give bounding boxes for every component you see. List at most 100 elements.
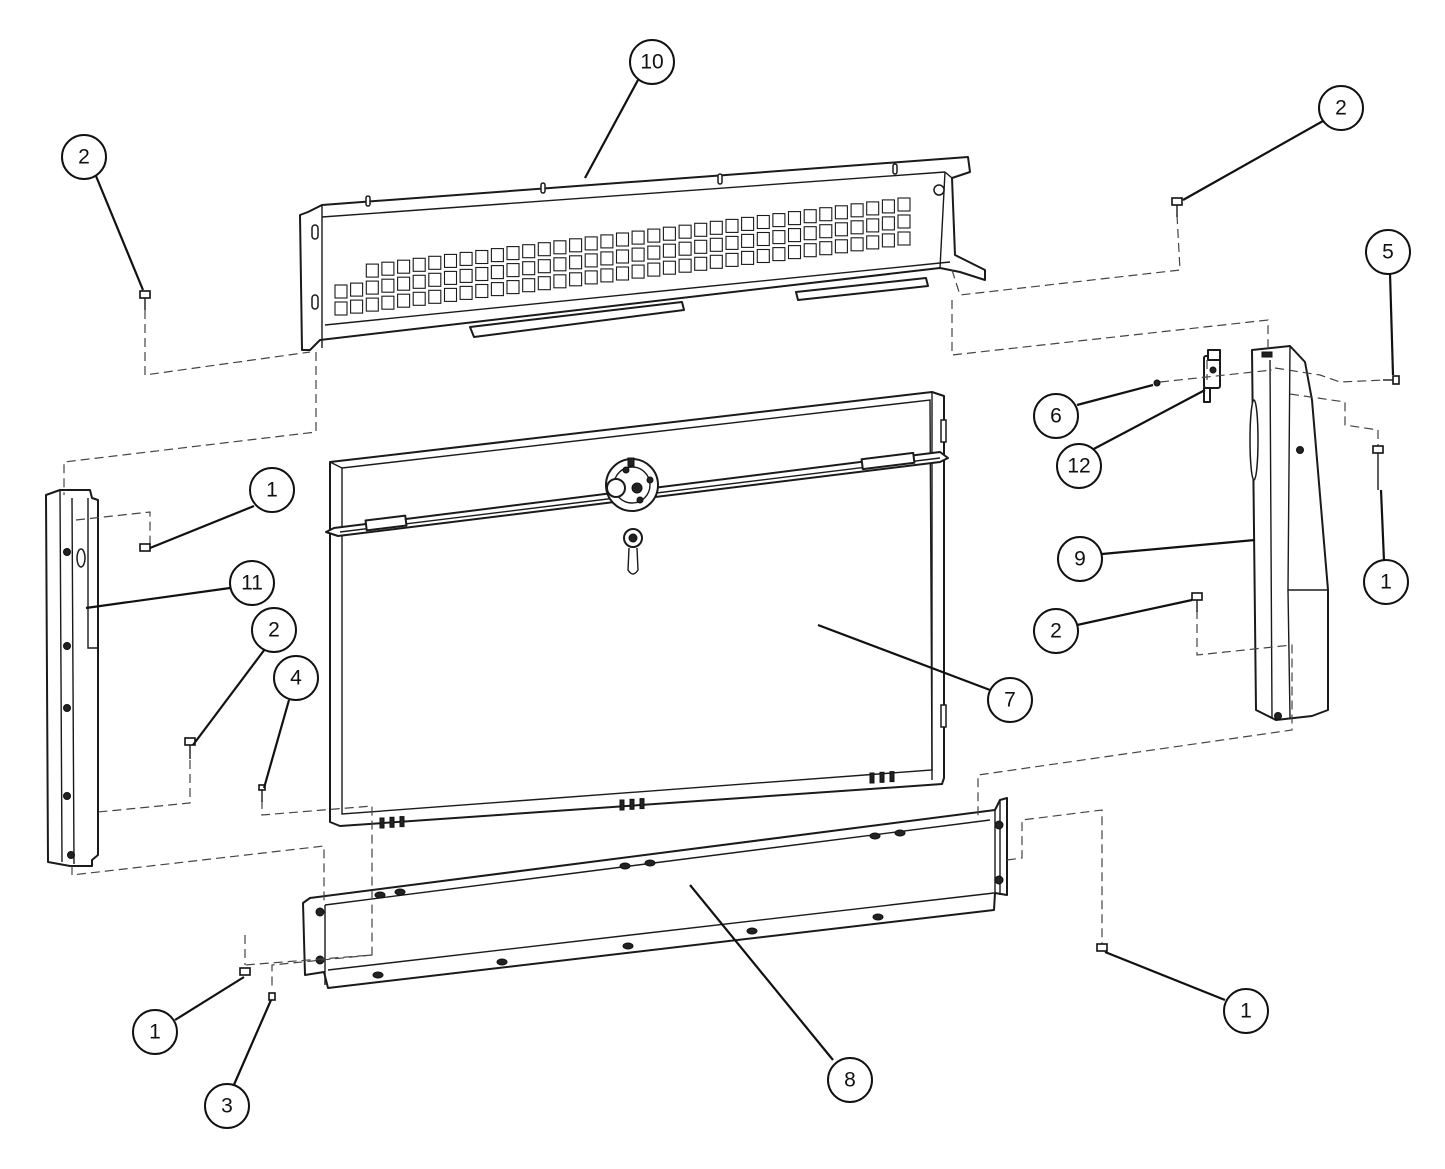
door-pin	[879, 771, 885, 783]
grille-vent-square	[803, 226, 817, 241]
grille-vent-square	[475, 283, 489, 299]
grille-vent-square	[443, 287, 458, 302]
assembly-dashed-lines	[63, 214, 1386, 990]
grille-vent-square	[678, 224, 692, 239]
grille-vent-square	[819, 207, 833, 222]
grille-vent-square	[897, 197, 911, 212]
grille-vent-square	[490, 265, 504, 280]
callout-part-1: 1	[132, 1009, 178, 1055]
grille-vent-square	[569, 272, 583, 287]
grille-vent-square	[537, 242, 551, 257]
grille-vent-square	[490, 282, 504, 297]
grille-vent-square	[741, 250, 755, 265]
ventilation-grille	[334, 197, 911, 316]
grille-vent-square	[725, 218, 739, 233]
grille-vent-square	[631, 264, 645, 279]
callout-part-6: 6	[1033, 393, 1079, 439]
grille-vent-square	[709, 220, 723, 235]
grille-vent-square	[662, 260, 676, 275]
grille-vent-square	[569, 255, 583, 270]
screw-icon	[1383, 375, 1400, 385]
grille-vent-square	[428, 272, 442, 287]
grille-vent-square	[647, 245, 661, 260]
grille-vent-square	[553, 257, 567, 272]
grille-vent-square	[741, 233, 755, 248]
grille-vent-square	[584, 253, 598, 268]
grille-vent-square	[350, 282, 364, 297]
left-bracket-part-11	[45, 489, 99, 867]
grille-vent-square	[803, 243, 817, 258]
grille-vent-square	[897, 214, 911, 229]
door-pin	[639, 798, 645, 810]
grille-vent-square	[412, 291, 426, 306]
callout-part-1: 1	[1363, 559, 1409, 605]
grille-vent-square	[631, 247, 645, 262]
grille-vent-square	[584, 236, 598, 251]
grille-vent-square	[553, 240, 567, 255]
grille-vent-square	[725, 235, 739, 250]
grille-vent-square	[866, 218, 880, 233]
grille-vent-square	[381, 295, 395, 310]
grille-vent-square	[756, 231, 770, 247]
grille-vent-square	[584, 270, 598, 285]
rail-stud	[619, 862, 631, 870]
grille-vent-square	[615, 266, 630, 281]
nut-icon	[1153, 379, 1161, 387]
rail-stud	[894, 829, 906, 837]
grille-vent-square	[772, 230, 786, 245]
svg-text:11: 11	[241, 572, 263, 595]
grille-vent-square	[756, 248, 770, 264]
grille-vent-square	[725, 252, 739, 267]
grille-vent-square	[850, 220, 864, 235]
grille-vent-square	[803, 209, 817, 224]
callout-part-9: 9	[1057, 536, 1103, 582]
door-pin	[889, 771, 895, 783]
grille-vent-square	[787, 211, 802, 226]
callout-part-8: 8	[827, 1057, 873, 1103]
svg-text:4: 4	[290, 667, 302, 690]
grille-vent-square	[381, 278, 395, 293]
leader-lines	[85, 79, 1395, 1088]
grille-vent-square	[475, 249, 489, 265]
grille-vent-square	[772, 213, 786, 228]
grille-vent-square	[365, 280, 379, 295]
grille-vent-square	[365, 297, 379, 312]
grille-vent-square	[428, 289, 442, 304]
right-bracket-part-9	[1249, 345, 1329, 721]
grille-vent-square	[600, 234, 614, 249]
rail-stud	[644, 859, 656, 867]
door-panel-part-7	[325, 391, 949, 829]
grille-vent-square	[694, 239, 708, 254]
rail-stud	[746, 927, 758, 935]
grille-vent-square	[631, 230, 645, 245]
callout-part-5: 5	[1365, 229, 1411, 275]
svg-text:12: 12	[1067, 455, 1090, 478]
grille-vent-square	[709, 237, 723, 252]
grille-vent-square	[569, 238, 583, 253]
callout-part-10: 10	[629, 39, 675, 85]
callout-part-1: 1	[1223, 988, 1269, 1034]
grille-vent-square	[881, 199, 895, 214]
svg-text:8: 8	[844, 1069, 856, 1092]
grille-vent-square	[365, 263, 379, 278]
svg-text:3: 3	[221, 1095, 233, 1118]
door-pin	[629, 798, 635, 810]
grille-vent-square	[443, 270, 458, 285]
grille-vent-square	[428, 255, 442, 270]
grille-vent-square	[506, 280, 520, 295]
svg-text:2: 2	[78, 146, 90, 169]
svg-text:1: 1	[1240, 1000, 1252, 1023]
svg-text:10: 10	[640, 51, 663, 74]
nut-icon	[1096, 943, 1108, 952]
grille-vent-square	[459, 251, 473, 266]
grille-vent-square	[866, 235, 880, 250]
grille-vent-square	[834, 205, 848, 220]
grille-vent-square	[334, 301, 348, 316]
grille-vent-square	[443, 253, 458, 268]
screw-icon	[184, 737, 196, 759]
grille-vent-square	[647, 262, 661, 277]
nut-icon	[268, 992, 276, 1001]
callout-part-4: 4	[273, 655, 319, 701]
bottom-rail-part-8	[302, 797, 1008, 989]
